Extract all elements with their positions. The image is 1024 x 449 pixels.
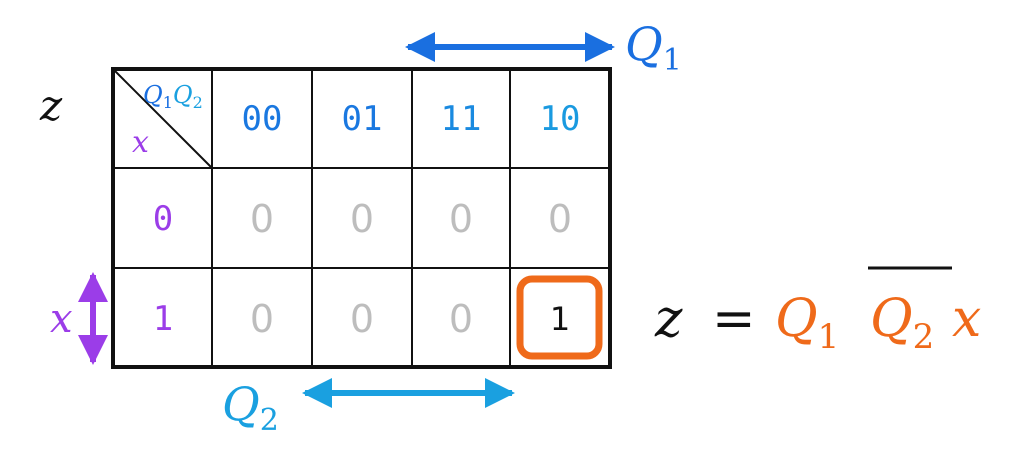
corner-diagonal — [112, 68, 213, 169]
kmap-cells: 0 0 0 0 0 0 0 1 — [250, 197, 572, 341]
row-header: 0 — [153, 199, 173, 239]
corner-row-var: x — [132, 125, 149, 160]
x-label: x — [50, 296, 73, 342]
kmap-cell: 0 — [250, 297, 274, 341]
kmap-grid — [111, 67, 612, 369]
output-variable-label: z — [39, 81, 63, 130]
equation-term-q2-complement: Q2 — [870, 289, 934, 357]
kmap-cell: 0 — [449, 297, 473, 341]
boolean-equation: z = Q1 Q2 x — [654, 266, 981, 357]
equation-term-q1: Q1 — [775, 289, 839, 357]
equation-equals: = — [712, 289, 756, 349]
column-header: 01 — [342, 99, 383, 139]
row-headers: 0 1 — [153, 199, 173, 339]
q2-label: Q2 — [222, 377, 279, 438]
equation-term-x: x — [952, 289, 981, 349]
kmap-cell: 0 — [350, 197, 374, 241]
q1-label: Q1 — [625, 17, 682, 78]
equation-lhs: z — [654, 289, 683, 349]
kmap-cell: 0 — [350, 297, 374, 341]
row-header: 1 — [153, 299, 173, 339]
grouping-highlight-box — [516, 275, 603, 360]
column-headers: 00 01 11 10 — [242, 99, 581, 139]
column-header: 00 — [242, 99, 283, 139]
corner-column-vars: Q1Q2 — [143, 81, 203, 112]
kmap-cell: 0 — [449, 197, 473, 241]
column-header: 10 — [540, 99, 581, 139]
kmap-cell-highlighted: 1 — [550, 300, 570, 338]
column-header: 11 — [441, 99, 482, 139]
kmap-cell: 0 — [250, 197, 274, 241]
kmap-cell: 0 — [548, 197, 572, 241]
